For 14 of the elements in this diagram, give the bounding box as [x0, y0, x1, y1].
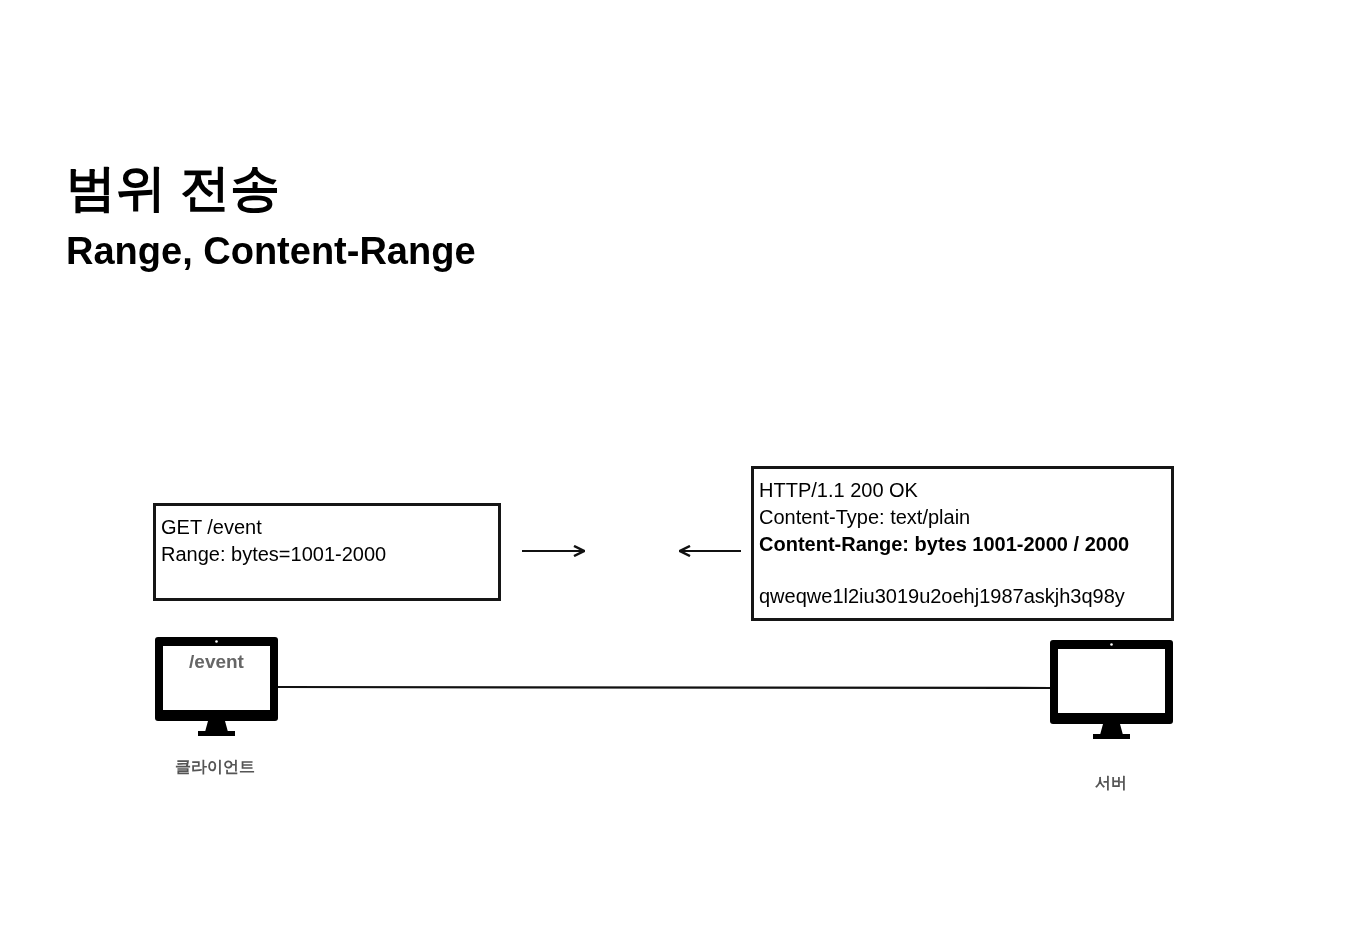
message-line: Content-Range: bytes 1001-2000 / 2000 — [759, 532, 1130, 557]
subtitle: Range, Content-Range — [66, 230, 476, 273]
connection-line — [278, 685, 1050, 690]
device-label: 클라이언트 — [174, 757, 256, 777]
message-line: GET /event — [161, 515, 262, 540]
response-message-box — [751, 466, 1174, 621]
device-label: 서버 — [1094, 773, 1128, 793]
message-line: Range: bytes=1001-2000 — [161, 542, 387, 567]
screen-text: /event — [188, 651, 245, 673]
title: 범위 전송 — [66, 159, 280, 218]
request-message-box — [153, 503, 501, 601]
message-line: HTTP/1.1 200 OK — [759, 478, 918, 503]
message-line: qweqwe1l2iu3019u2oehj1987askjh3q98y — [759, 584, 1125, 609]
message-line: Content-Type: text/plain — [759, 505, 971, 530]
